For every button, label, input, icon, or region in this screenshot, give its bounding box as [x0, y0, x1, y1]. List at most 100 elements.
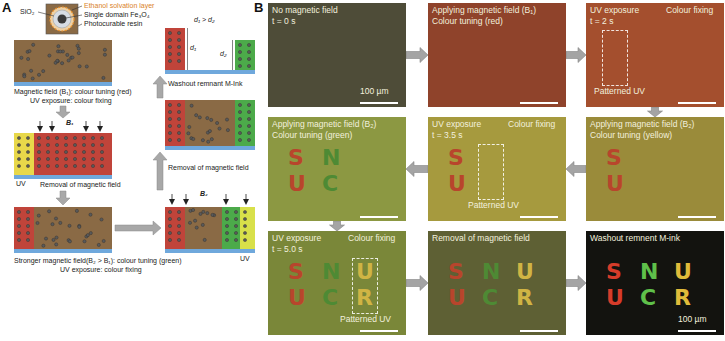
particle: [91, 136, 94, 139]
particle: [225, 238, 228, 241]
particle: [17, 217, 20, 220]
particle: [247, 131, 250, 134]
particle: [61, 62, 64, 65]
particle: [37, 164, 40, 167]
particle: [247, 117, 250, 120]
pattern-letter: S: [448, 147, 464, 169]
panel-caption: Applying magnetic field (B₂): [590, 120, 694, 129]
particle: [77, 52, 80, 55]
annotation: B₁: [66, 119, 74, 127]
particle: [207, 140, 210, 143]
particle: [68, 224, 71, 227]
particle: [226, 129, 229, 132]
particle: [168, 45, 171, 48]
annotation: Stronger magnetic field(B₂ > B₁): colour…: [14, 257, 182, 265]
particle: [100, 218, 103, 221]
particle: [32, 43, 35, 46]
particle: [168, 224, 171, 227]
particle: [82, 164, 85, 167]
scale-bar: [678, 102, 716, 104]
panel-caption: t = 0 s: [272, 17, 295, 26]
particle: [55, 143, 58, 146]
panel-letter: B: [254, 1, 263, 15]
particle: [168, 103, 171, 106]
particle: [100, 164, 103, 167]
panel-caption: Applying magnetic field (B₁): [432, 6, 536, 15]
pattern-letter: U: [606, 287, 624, 309]
pattern-letter: N: [482, 261, 500, 283]
particle: [177, 217, 180, 220]
particle: [82, 143, 85, 146]
particle: [243, 238, 246, 241]
particle: [234, 210, 237, 213]
particle: [55, 136, 58, 139]
particle: [55, 157, 58, 160]
particle: [67, 59, 70, 62]
panel-caption: t = 3.5 s: [432, 131, 462, 140]
particle: [168, 131, 171, 134]
particle: [103, 53, 106, 56]
particle: [100, 143, 103, 146]
process-arrow: [566, 276, 586, 291]
particle: [168, 124, 171, 127]
particle: [238, 131, 241, 134]
particle: [31, 77, 34, 80]
scale-bar: [360, 330, 398, 332]
particle: [17, 238, 20, 241]
panel-letter: A: [2, 1, 11, 15]
particle: [168, 210, 171, 213]
micrograph-panel: Applying magnetic field (B₂)Colour tunin…: [268, 117, 406, 221]
particle: [100, 136, 103, 139]
uv-pattern-box: [478, 144, 504, 200]
particle: [203, 238, 206, 241]
particle: [238, 124, 241, 127]
annotation: Ethanol solvation layer: [84, 2, 154, 10]
particle: [26, 238, 29, 241]
pattern-letter: R: [674, 287, 691, 309]
particle: [238, 43, 241, 46]
pattern-letter: U: [448, 287, 466, 309]
particle: [194, 219, 197, 222]
particle: [238, 138, 241, 141]
panel-caption: 100 µm: [360, 87, 389, 96]
particle: [66, 53, 69, 56]
particle: [168, 231, 171, 234]
particle: [168, 38, 171, 41]
particle: [56, 60, 59, 63]
annotation: SiO₂: [20, 8, 34, 16]
particle: [177, 52, 180, 55]
particle: [97, 243, 100, 246]
particle: [168, 110, 171, 113]
particle: [168, 52, 171, 55]
particle: [91, 164, 94, 167]
scale-bar: [360, 216, 398, 218]
stage-4: [165, 207, 255, 253]
particle: [17, 143, 20, 146]
process-arrow: [648, 107, 663, 117]
particle: [36, 221, 39, 224]
annotation: Magnetic field (B₁): colour tuning (red): [14, 88, 132, 96]
particle: [210, 118, 213, 121]
particle: [177, 31, 180, 34]
particle: [234, 224, 237, 227]
particle: [247, 50, 250, 53]
particle: [77, 47, 80, 50]
particle: [64, 157, 67, 160]
particle: [59, 50, 62, 53]
particle: [247, 43, 250, 46]
particle: [177, 124, 180, 127]
particle: [26, 217, 29, 220]
particle: [177, 210, 180, 213]
particle: [247, 103, 250, 106]
panel-caption: Applying magnetic field (B₂): [272, 120, 376, 129]
particle: [168, 59, 171, 62]
pattern-letter: R: [516, 287, 533, 309]
particle: [64, 136, 67, 139]
particles: [17, 31, 250, 247]
pattern-letter: C: [482, 287, 498, 309]
particle: [48, 54, 51, 57]
particle: [17, 136, 20, 139]
particle: [102, 239, 105, 242]
particle: [46, 157, 49, 160]
particle: [55, 243, 58, 246]
